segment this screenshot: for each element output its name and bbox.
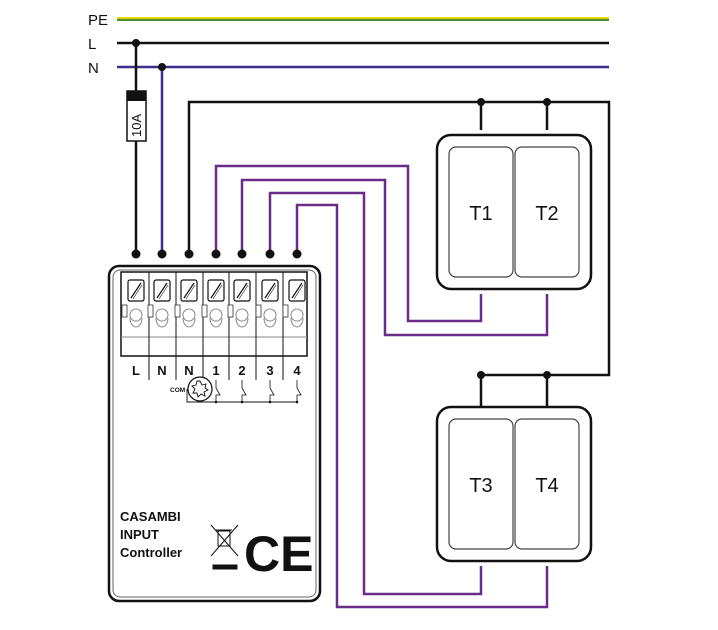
switch-t1-t2: T1 T2 xyxy=(435,133,593,291)
rocker-t1[interactable] xyxy=(448,146,514,278)
terminal-screw-4 xyxy=(201,279,225,328)
terminal-label: N xyxy=(157,363,166,378)
controller-name-line2: INPUT xyxy=(120,527,159,542)
junction-dot xyxy=(132,39,140,47)
n-feed-wire xyxy=(158,63,166,254)
terminal-screw-7 xyxy=(282,279,306,328)
junction-dot xyxy=(477,371,485,379)
terminal-label: 2 xyxy=(238,363,245,378)
switch-t3-t4: T3 T4 xyxy=(435,405,593,563)
controller-name-line1: CASAMBI xyxy=(120,509,181,524)
terminal-label: 3 xyxy=(266,363,273,378)
weee-bin-icon xyxy=(210,524,239,570)
input-contact-symbol xyxy=(295,380,302,404)
terminal-label: N xyxy=(184,363,193,378)
input-contact-symbol xyxy=(268,380,275,404)
pe-label: PE xyxy=(88,12,108,29)
junction-dot xyxy=(158,63,166,71)
switch-label-t2: T2 xyxy=(535,203,558,225)
input-contact-symbol xyxy=(240,380,247,404)
terminal-screw-3 xyxy=(174,279,198,328)
terminal-screw-1 xyxy=(121,279,145,328)
input-2-wire xyxy=(240,178,549,337)
n-label: N xyxy=(88,60,99,77)
junction-dot xyxy=(543,98,551,106)
switch-label-t1: T1 xyxy=(469,203,492,225)
terminal-screw-2 xyxy=(147,279,171,328)
input-contact-symbol xyxy=(214,380,221,404)
fuse: 10A xyxy=(126,90,147,142)
rocker-t2[interactable] xyxy=(514,146,580,278)
terminal-screw-6 xyxy=(255,279,279,328)
casambi-controller: L N N 1 2 3 4 COM CASAMBI INPUT Controller CE xyxy=(107,264,322,603)
junction-dot xyxy=(477,98,485,106)
switch-label-t4: T4 xyxy=(535,475,558,497)
com-wire xyxy=(187,100,611,407)
ce-mark: CE xyxy=(244,526,313,582)
l-feed-wire xyxy=(132,39,140,254)
rocker-t4[interactable] xyxy=(514,418,580,550)
l-label: L xyxy=(88,36,96,53)
terminal-screw-5 xyxy=(227,279,251,328)
pe-busbar xyxy=(117,17,609,21)
input-1-wire xyxy=(214,164,483,323)
terminal-dots xyxy=(131,249,302,259)
input-4-wire xyxy=(295,203,549,609)
terminal-label: 4 xyxy=(293,363,301,378)
switch-label-t3: T3 xyxy=(469,475,492,497)
fuse-rating: 10A xyxy=(129,114,144,137)
input-3-wire xyxy=(268,191,483,596)
controller-name-line3: Controller xyxy=(120,545,182,560)
junction-dot xyxy=(543,371,551,379)
rocker-t3[interactable] xyxy=(448,418,514,550)
rotary-dial-icon xyxy=(187,376,213,402)
gear-icon xyxy=(191,380,209,398)
terminal-label: 1 xyxy=(212,363,219,378)
com-label: COM xyxy=(170,387,185,394)
terminal-label: L xyxy=(132,363,140,378)
